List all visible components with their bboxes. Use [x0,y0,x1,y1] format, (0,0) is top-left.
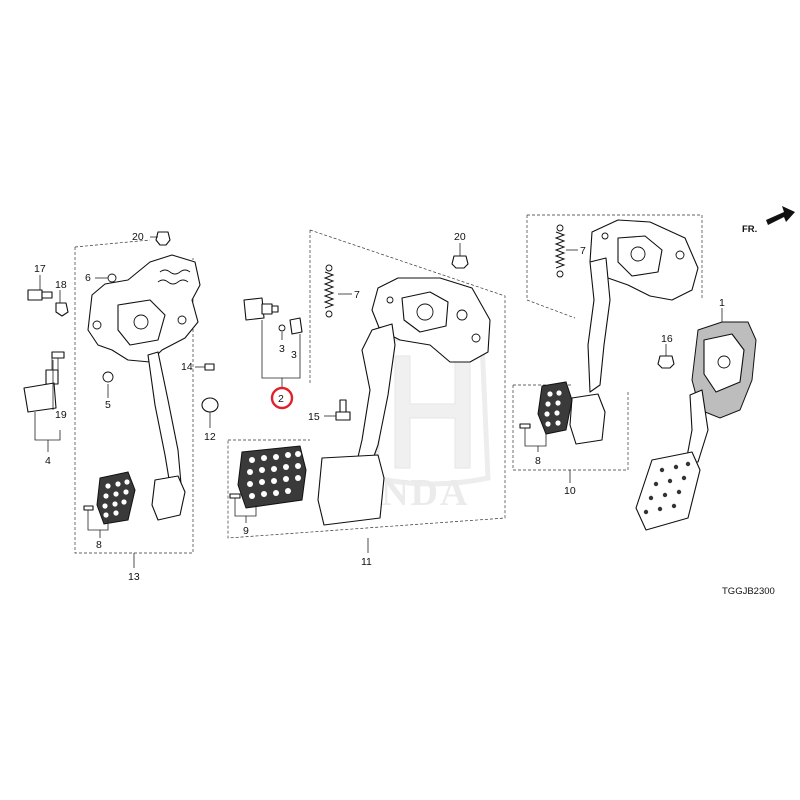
callout-20[interactable]: 20 [132,231,144,243]
callout-8-right[interactable]: 8 [535,455,541,467]
direction-label: FR. [742,224,757,235]
callout-3-left[interactable]: 3 [279,343,285,355]
right-pedal-assembly [512,214,703,471]
callout-18[interactable]: 18 [55,279,67,291]
callout-20-center[interactable]: 20 [454,231,466,243]
callout-2[interactable]: 2 [278,393,284,405]
leader-lines [34,236,723,568]
callout-9[interactable]: 9 [243,525,249,537]
callout-11[interactable]: 11 [361,556,372,568]
callout-10[interactable]: 10 [564,485,576,497]
brake-switch-group [243,297,303,335]
front-direction-indicator: FR. [742,206,795,235]
callout-5[interactable]: 5 [105,399,111,411]
callout-7-right[interactable]: 7 [580,245,586,257]
callout-15[interactable]: 15 [308,411,320,423]
callout-12[interactable]: 12 [204,431,216,443]
callout-3-right[interactable]: 3 [291,349,297,361]
callout-14[interactable]: 14 [181,361,193,373]
callout-13[interactable]: 13 [128,571,140,583]
callout-1[interactable]: 1 [719,297,725,309]
callout-6[interactable]: 6 [85,272,91,284]
highlight-ring [270,386,294,410]
callout-17[interactable]: 17 [34,263,46,275]
accelerator-pedal-assembly [635,321,757,531]
clutch-pedal-assembly [23,231,219,554]
callout-16[interactable]: 16 [661,333,673,345]
brake-pedal-assembly [227,229,506,539]
diagram-reference-code: TGGJB2300 [722,586,775,597]
callout-19[interactable]: 19 [55,409,67,421]
callout-7-center[interactable]: 7 [354,289,360,301]
callout-4[interactable]: 4 [45,455,51,467]
front-arrow-icon [766,206,795,225]
callout-8-left[interactable]: 8 [96,539,102,551]
callout-labels: 20 17 18 6 14 5 12 19 4 8 13 2 3 3 15 7 … [34,231,725,583]
